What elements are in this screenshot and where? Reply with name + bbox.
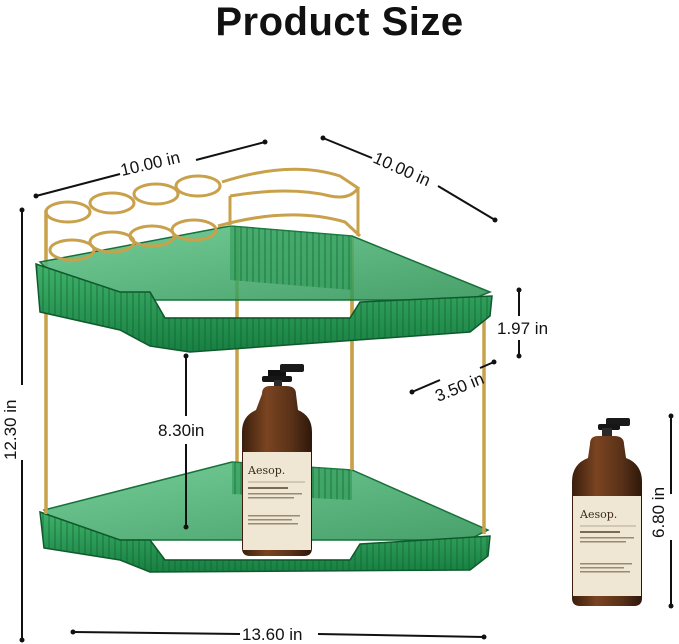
- svg-text:Aesop.: Aesop.: [579, 508, 617, 521]
- dim-top-width-right: 10.00 in: [370, 148, 433, 190]
- dim-tray-depth: 3.50 in: [432, 369, 486, 406]
- dim-top-width-left: 10.00 in: [119, 148, 182, 180]
- soap-bottle-standalone: Aesop.: [572, 418, 642, 606]
- upper-tray: [35, 225, 493, 353]
- gold-toothbrush-rail: [44, 167, 362, 262]
- dim-base-width: 13.60 in: [242, 625, 303, 644]
- bottle-brand-label: Aesop.: [247, 464, 285, 477]
- soap-bottle-on-shelf: Aesop.: [242, 364, 312, 556]
- dim-bottle-height: 6.80 in: [649, 487, 668, 538]
- dimension-lines: [21, 137, 672, 640]
- dim-tray-height: 1.97 in: [497, 319, 548, 338]
- page-title: Product Size: [215, 0, 464, 44]
- dimension-endpoints: [19, 135, 674, 643]
- dim-tier-gap: 8.30in: [158, 421, 204, 440]
- corner-shelf-unit: Aesop.: [35, 167, 493, 573]
- dim-total-height: 12.30 in: [1, 400, 20, 461]
